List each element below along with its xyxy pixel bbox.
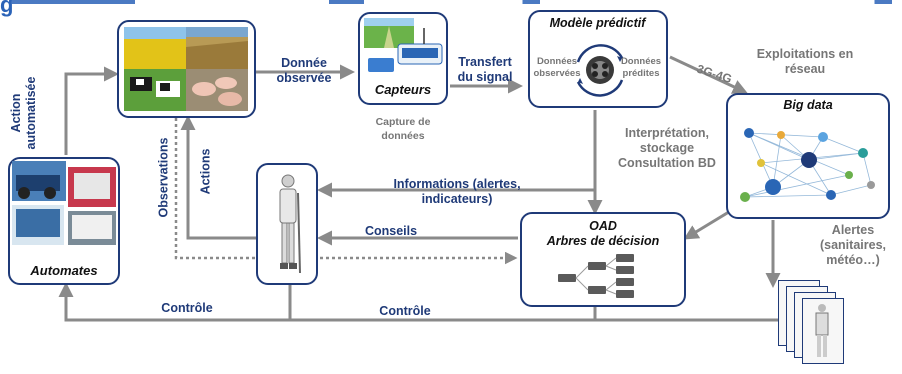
farmer-mini-icon bbox=[815, 304, 829, 357]
automates-label: Automates bbox=[30, 263, 98, 278]
farmer-icon bbox=[279, 174, 301, 274]
observations-label: Observations bbox=[156, 137, 171, 218]
sensor-photos bbox=[364, 18, 443, 72]
conseils-label: Conseils bbox=[364, 224, 418, 238]
transfert-label: Transfert du signal bbox=[457, 55, 513, 84]
capteurs-box: Capteurs bbox=[358, 12, 448, 105]
farm-photos bbox=[124, 27, 248, 111]
farm-box bbox=[117, 20, 256, 118]
arrow-controle bbox=[58, 282, 800, 322]
exploitations-label: Exploitations en réseau bbox=[756, 47, 854, 76]
action-auto-label: Action automatisée bbox=[9, 76, 38, 150]
arrow-actions bbox=[180, 115, 256, 240]
alertes-label: Alertes (sanitaires, météo…) bbox=[819, 223, 886, 267]
controle-label-right: Contrôle bbox=[379, 304, 431, 318]
interpretation-label: Interprétation, stockage Consultation BD bbox=[618, 126, 716, 170]
oad-line1: OAD bbox=[589, 219, 617, 233]
bigdata-box: Big data bbox=[726, 93, 890, 219]
donnees-predites: Données prédites bbox=[620, 56, 662, 79]
oad-line2: Arbres de décision bbox=[546, 234, 660, 248]
arrow-modele-bigdata bbox=[669, 55, 748, 94]
informations-label: Informations (alertes, indicateurs) bbox=[393, 177, 521, 206]
network-graph bbox=[740, 128, 875, 202]
donnees-observees: Données observées bbox=[533, 56, 581, 79]
title-fragment: g bbox=[0, 0, 14, 17]
cycle-gear-icon bbox=[576, 44, 624, 97]
decision-tree-icon bbox=[558, 254, 634, 298]
farmers-stack bbox=[778, 280, 848, 374]
arrow-action-auto bbox=[64, 66, 119, 155]
modele-box: Modèle prédictif Données observées Donné… bbox=[528, 10, 668, 108]
machines-photos bbox=[12, 161, 116, 245]
actions-label: Actions bbox=[198, 148, 213, 195]
modele-title: Modèle prédictif bbox=[549, 16, 646, 30]
capteurs-label: Capteurs bbox=[374, 82, 432, 97]
controle-label-left: Contrôle bbox=[161, 301, 213, 315]
donnee-observee-label: Donnée observée bbox=[276, 56, 332, 85]
title-underline-strip bbox=[12, 0, 892, 4]
oad-box: OAD Arbres de décision bbox=[520, 212, 686, 307]
bigdata-title: Big data bbox=[783, 98, 833, 112]
arrow-observations bbox=[174, 118, 256, 260]
farmer-box bbox=[256, 163, 318, 285]
capture-label: Capture de données bbox=[375, 116, 431, 142]
automates-box: Automates bbox=[8, 157, 120, 285]
